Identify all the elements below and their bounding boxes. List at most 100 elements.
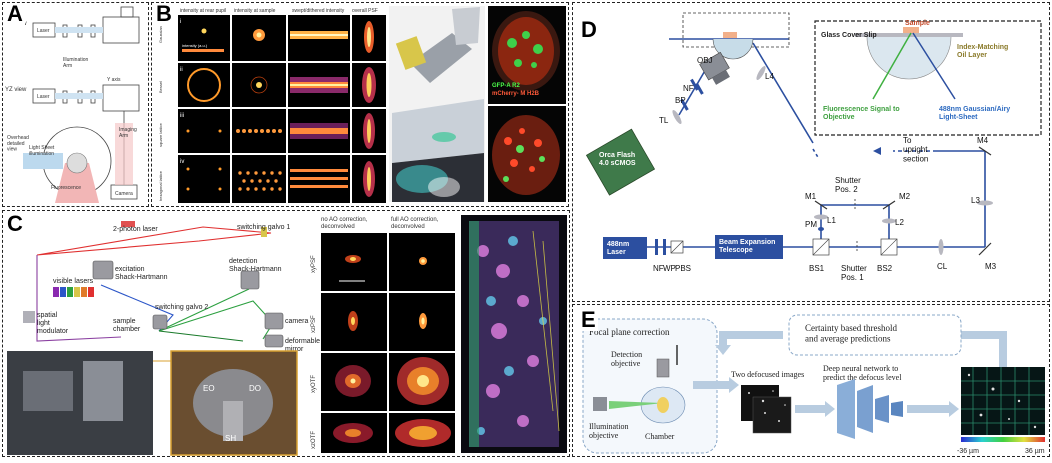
l4-label: L4 <box>765 72 774 81</box>
inset-lens <box>866 36 952 80</box>
defocus-colorbar <box>961 437 1045 442</box>
mcherry-label: mCherry- M H2B <box>492 91 540 97</box>
cl-label: CL <box>937 262 948 271</box>
scale-max-label: 36 µm <box>1025 448 1045 455</box>
camera-label-a: Camera <box>115 191 133 197</box>
panel-b: intensity at rear pupil intensity at sam… <box>151 2 569 207</box>
pm-label: PM <box>805 220 817 229</box>
col-full-ao-label: full AO correction,deconvolved <box>391 217 439 230</box>
m3-label: M3 <box>985 262 997 271</box>
nf-label: NF <box>653 264 664 273</box>
focal-plane-label: Focal plane correction <box>589 327 670 337</box>
two-photon-label: 2-photon laser <box>113 226 158 233</box>
panel-a: XY view YZ view Laser Laser Illumination… <box>2 2 149 207</box>
row-xzotf-label: xzOTF <box>311 431 317 449</box>
laser-label-yz: Laser <box>37 94 50 100</box>
l1-label: L1 <box>827 216 836 225</box>
nf-top-label: NF <box>683 84 694 93</box>
m1-label: M1 <box>805 192 817 201</box>
laser-box <box>603 237 647 259</box>
intensity-label: intensity (a.u.) <box>182 43 208 48</box>
col-header-rear-pupil: intensity at rear pupil <box>180 8 226 14</box>
row-xypsf-label: xyPSF <box>311 255 317 273</box>
visible-lasers-label: visible lasers <box>53 278 94 285</box>
row-label-ii: ii <box>180 67 183 73</box>
bp-label: BP <box>675 96 686 105</box>
col-no-ao-label: no AO correction,deconvolved <box>321 217 368 230</box>
neural-network-icon <box>837 379 903 439</box>
row-label-iv: iv <box>180 159 184 165</box>
wp-label: WP <box>663 264 676 273</box>
obj-label: OBJ <box>697 56 713 65</box>
eo-label: EO <box>203 384 215 393</box>
visible-lasers-stack <box>53 287 94 297</box>
do-label: DO <box>249 384 261 393</box>
camera-label-c: camera <box>285 318 308 325</box>
panel-b-label: B <box>154 1 174 26</box>
col-header-psf: overall PSF <box>352 8 378 14</box>
laser-label-xy: Laser <box>37 28 50 34</box>
panel-c-label: C <box>5 211 25 236</box>
panel-c-figure: 2-photon laser switching galvo 1 excitat… <box>7 215 567 456</box>
pbs-label: PBS <box>675 264 691 273</box>
panel-b-figure: intensity at rear pupil intensity at sam… <box>158 6 566 203</box>
square-lattice-dots <box>236 129 282 133</box>
two-images-label: Two defocused images <box>731 370 804 379</box>
sh-label: SH <box>225 434 236 443</box>
l2-label: L2 <box>895 218 904 227</box>
objective-render <box>410 33 472 83</box>
row-label-i: i <box>180 19 181 25</box>
m2-label: M2 <box>899 192 911 201</box>
light-sheet-beam <box>23 153 63 169</box>
panel-e-label: E <box>579 307 598 332</box>
fluorescence-cone <box>55 163 99 203</box>
tl-label: TL <box>659 116 669 125</box>
two-photon-laser-mark <box>121 221 135 227</box>
objective-obj <box>699 51 730 85</box>
row-xzpsf-label: xzPSF <box>311 315 317 333</box>
m4-label: M4 <box>977 136 989 145</box>
defocused-image-2 <box>752 396 792 434</box>
certainty-box <box>788 314 962 356</box>
chamber-label: Chamber <box>645 432 675 441</box>
panel-a-schematic: XY view YZ view Laser Laser Illumination… <box>5 6 140 203</box>
panel-a-label: A <box>5 1 25 26</box>
bs1-label: BS1 <box>809 264 825 273</box>
switching-galvo-1-label: switching galvo 1 <box>237 224 290 231</box>
telescope-box <box>715 235 783 259</box>
defocus-map <box>961 367 1045 435</box>
row-label-iii: iii <box>180 113 184 119</box>
row-name-gaussian: Gaussian <box>158 26 163 43</box>
col-header-sample: intensity at sample <box>234 8 276 14</box>
fluorescence-label: Fluorescence <box>51 185 81 191</box>
row-name-bessel: Bessel <box>158 81 163 93</box>
two-photon-beam <box>36 226 272 256</box>
gfp-label: GFP-A R2 <box>492 83 520 89</box>
sample-label: Sample <box>905 20 930 27</box>
switching-galvo-2-label: switching galvo 2 <box>155 304 208 311</box>
row-name-hexagonal: hexagonal lattice <box>158 170 163 201</box>
